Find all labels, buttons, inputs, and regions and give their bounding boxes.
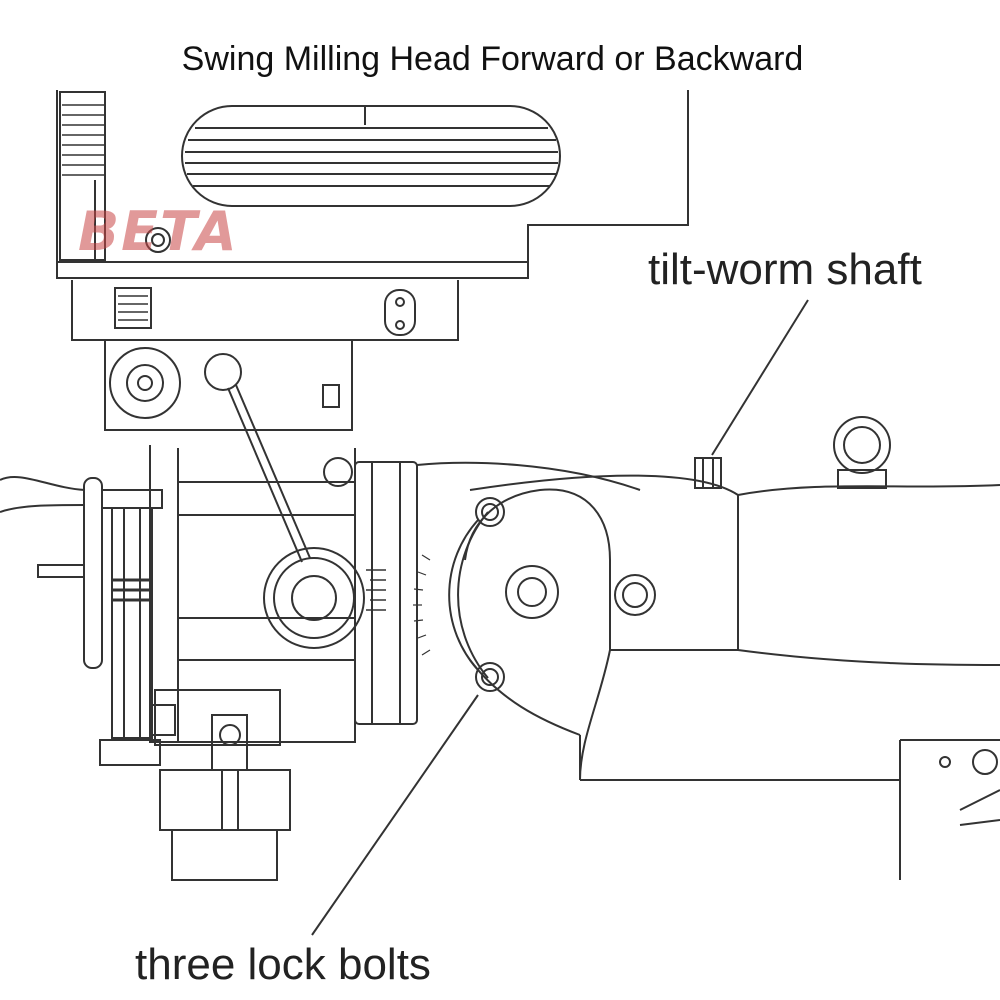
fine-feed-assembly	[0, 477, 162, 738]
lock-bolt-lower	[476, 663, 504, 691]
lifting-eye-bolt	[834, 417, 890, 488]
ram-arm	[417, 463, 1000, 880]
watermark-logo: BETA	[78, 200, 239, 263]
tilt-worm-shaft	[695, 458, 721, 488]
callout-three-lock-bolts: three lock bolts	[135, 940, 431, 989]
diagram-title: Swing Milling Head Forward or Backward	[181, 40, 804, 78]
head-block	[150, 445, 386, 742]
oval-vent	[182, 106, 560, 206]
callout-tilt-worm-shaft: tilt-worm shaft	[648, 245, 922, 294]
housing-knob	[146, 228, 170, 252]
motor-housing	[57, 90, 688, 278]
callout-leaders	[312, 300, 808, 935]
housing-plate	[72, 280, 458, 340]
degree-scale	[413, 512, 488, 678]
spindle-nose	[100, 690, 290, 880]
swivel-ring	[355, 462, 417, 724]
lock-bolt-upper	[476, 498, 504, 526]
head-body	[105, 340, 352, 562]
